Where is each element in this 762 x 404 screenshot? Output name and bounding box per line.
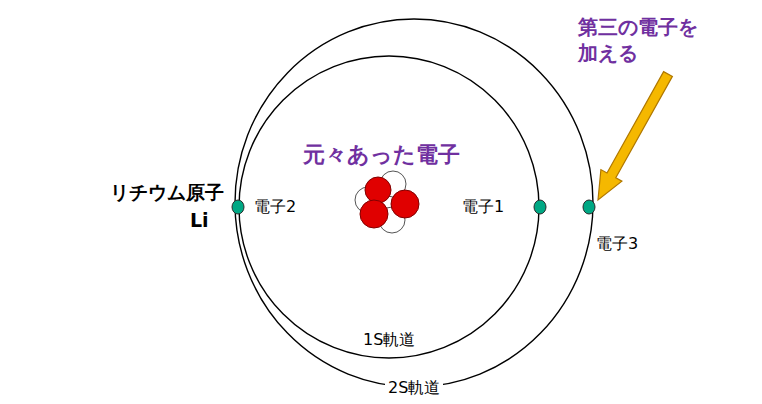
electron-label: 電子1: [462, 197, 504, 218]
electron-label: 電子3: [596, 234, 638, 255]
orbit-ellipse: [235, 19, 593, 387]
electron-group-label: 元々あった電子: [303, 141, 460, 170]
atom-name: リチウム原子: [110, 180, 224, 205]
electron-dot: [232, 200, 244, 214]
nucleus: [355, 171, 419, 233]
callout-text: 第三の電子を 加える: [578, 14, 704, 66]
electron-dot: [583, 200, 595, 214]
orbit-ellipse: [239, 56, 539, 358]
electron-dot: [534, 200, 546, 214]
orbit-label: 1S軌道: [360, 330, 418, 350]
proton: [360, 200, 388, 228]
callout-arrow: [598, 72, 672, 200]
element-symbol: Li: [190, 208, 209, 233]
orbit-label: 2S軌道: [385, 378, 443, 398]
proton: [365, 177, 391, 203]
proton: [391, 190, 419, 218]
electron-label: 電子2: [254, 197, 296, 218]
